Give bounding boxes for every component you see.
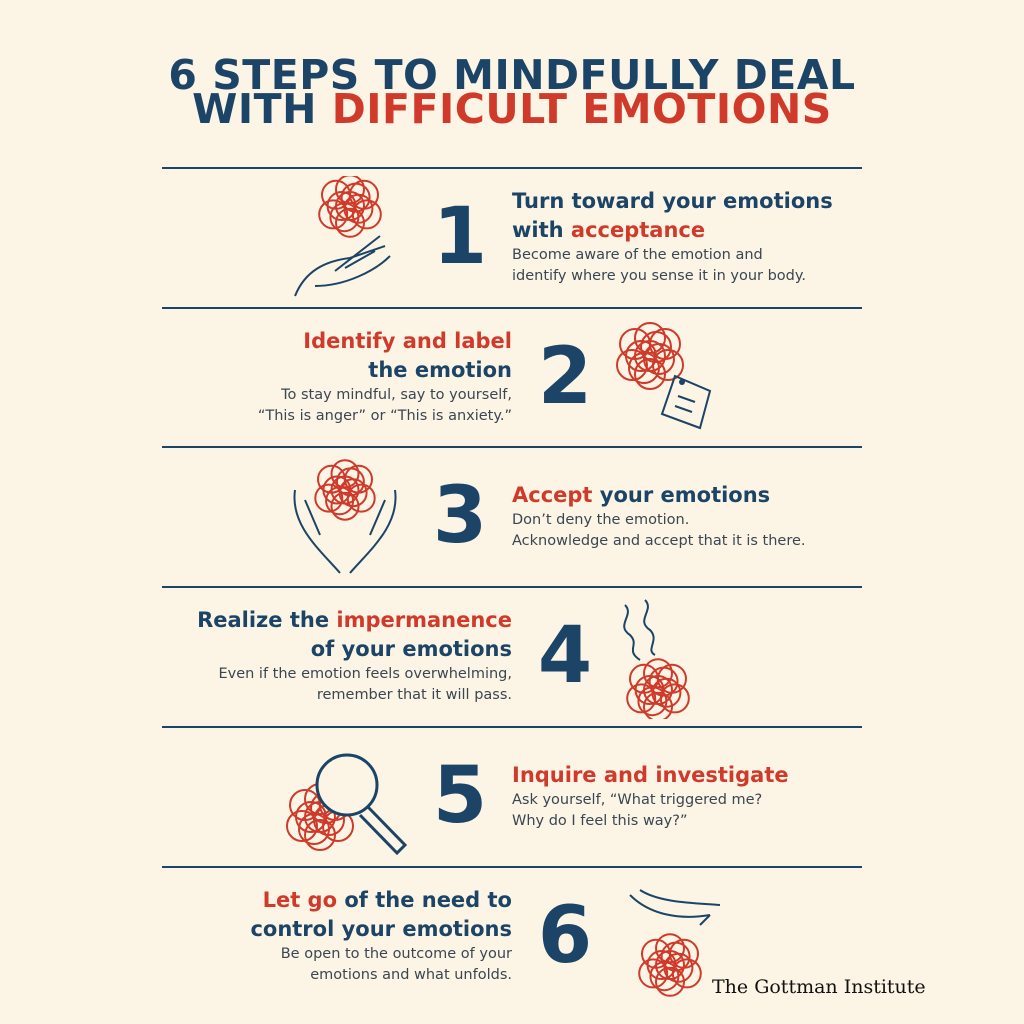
heading-segment: your emotions (592, 482, 771, 507)
step-description-line: Why do I feel this way?” (512, 812, 688, 829)
heading-segment: acceptance (570, 218, 706, 242)
title-line-2-highlight: DIFFICULT EMOTIONS (331, 85, 832, 133)
title-line-1: 6 STEPS TO MINDFULLY DEAL (168, 51, 856, 99)
step-number: 2 (537, 332, 593, 422)
divider (162, 167, 862, 169)
step-description-line: identify where you sense it in your body… (512, 268, 807, 284)
step-heading-line: Let go of the need to (150, 886, 512, 915)
step-description-line: Become aware of the emotion and (512, 247, 763, 263)
step-number: 4 (537, 611, 593, 701)
divider (162, 586, 862, 588)
step-heading-line: control your emotions (150, 915, 512, 944)
step-heading-line: of your emotions (150, 635, 512, 664)
step-number: 3 (432, 471, 488, 561)
heading-segment: impermanence (336, 608, 512, 632)
hand-holding-scribble-icon (275, 174, 415, 300)
divider (162, 726, 862, 728)
step-description-line: “This is anger” or “This is anxiety.” (257, 408, 512, 424)
step-heading-line: Accept your emotions (512, 481, 872, 510)
step-description-line: Ask yourself, “What triggered me? (512, 791, 763, 808)
divider (162, 307, 862, 309)
step-description-line: Don’t deny the emotion. (512, 511, 690, 528)
title-line-2: WITH DIFFICULT EMOTIONS (0, 86, 1024, 132)
scribble-with-rising-smoke-icon (600, 595, 740, 722)
two-hands-cradling-scribble-icon (275, 455, 415, 579)
heading-segment: Identify and label (303, 329, 512, 353)
heading-segment: of your emotions (310, 637, 512, 661)
scribble-with-label-tag-icon (600, 316, 740, 440)
step-heading-line: with acceptance (512, 216, 872, 245)
heading-segment: Let go (262, 888, 338, 912)
step-number: 1 (432, 192, 488, 282)
hand-releasing-scribble-icon (600, 875, 740, 999)
heading-segment: of the need to (337, 888, 512, 912)
divider (162, 446, 862, 448)
step-text: Turn toward your emotions with acceptance… (512, 168, 872, 306)
heading-segment: Accept (512, 482, 593, 507)
step-description-line: Even if the emotion feels overwhelming, (218, 666, 512, 682)
heading-segment: the emotion (368, 358, 512, 382)
heading-segment: control your emotions (250, 917, 512, 941)
step-1: 1 Turn toward your emotions with acceptanc… (0, 168, 1024, 306)
step-number: 5 (432, 751, 488, 841)
step-heading-line: Identify and label (150, 327, 512, 356)
step-description-line: emotions and what unfolds. (310, 967, 512, 983)
heading-segment: with (512, 218, 571, 242)
step-description-line: Acknowledge and accept that it is there. (512, 532, 806, 549)
step-heading-line: Realize the impermanence (150, 606, 512, 635)
heading-segment: Turn toward your emotions (512, 189, 833, 213)
title-line-2-start: WITH (192, 85, 332, 133)
magnifying-glass-scribble-icon (275, 735, 415, 859)
step-description-line: To stay mindful, say to yourself, (281, 387, 512, 403)
heading-segment: Realize the (197, 608, 337, 632)
step-text: Identify and label the emotion To stay min… (150, 308, 512, 446)
step-description-line: remember that it will pass. (316, 687, 512, 703)
step-heading-line: Inquire and investigate (512, 761, 872, 790)
step-heading-line: Turn toward your emotions (512, 187, 872, 216)
step-2: 2 Identify and label the emotion To stay mi… (0, 308, 1024, 446)
step-description-line: Be open to the outcome of your (280, 946, 512, 962)
step-heading-line: the emotion (150, 356, 512, 385)
heading-segment: Inquire and investigate (512, 762, 789, 787)
divider (162, 866, 862, 868)
step-number: 6 (537, 891, 593, 981)
gottman-institute-logo: The Gottman Institute (712, 976, 926, 998)
